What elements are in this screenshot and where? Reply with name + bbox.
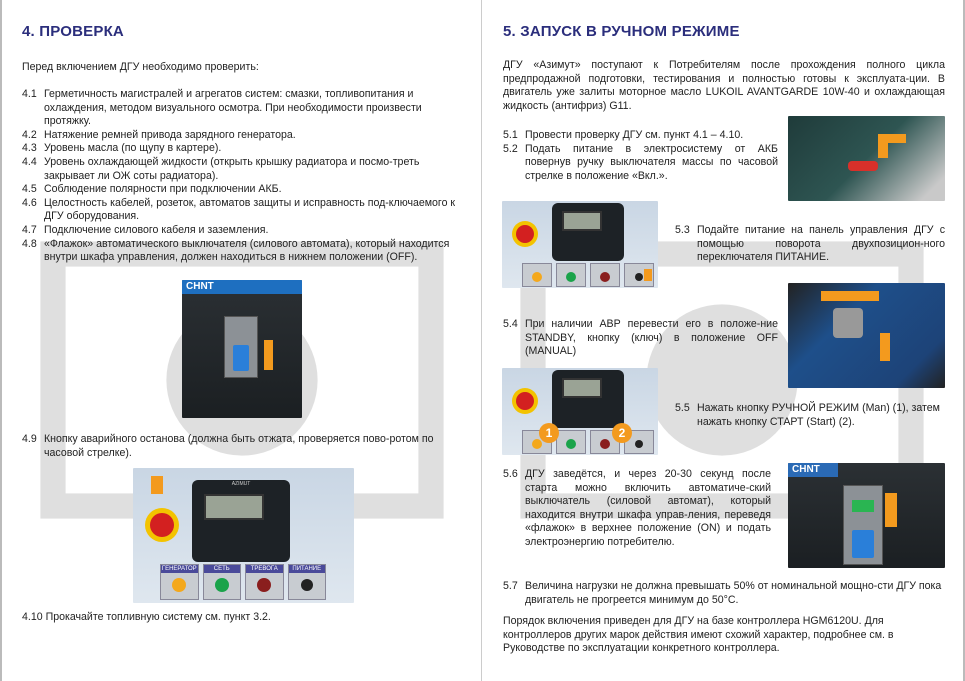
arrow-icon bbox=[878, 134, 888, 158]
controller-panel: AZIMUT bbox=[192, 480, 290, 562]
arrow-up-icon bbox=[264, 340, 273, 370]
list-item: 4.5 Соблюдение полярности при подключении… bbox=[22, 183, 467, 197]
emergency-stop-icon bbox=[512, 388, 538, 414]
battery-switch-photo bbox=[788, 116, 945, 201]
emergency-stop-icon bbox=[512, 221, 538, 247]
item-text: Уровень масла (по щупу в картере). bbox=[44, 142, 222, 155]
item-number: 4.10 bbox=[22, 611, 43, 623]
breaker-brand: CHNT bbox=[182, 280, 302, 294]
controller-photo: AZIMUT ГЕНЕРАТОР СЕТЬ ТРЕВОГА ПИТАНИЕ bbox=[133, 468, 354, 603]
item-number: 4.5 bbox=[22, 183, 37, 196]
item-text: Герметичность магистралей и агрегатов си… bbox=[44, 88, 422, 128]
item-text: ДГУ заведётся, и через 20-30 секунд посл… bbox=[525, 468, 771, 548]
controller-brand: AZIMUT bbox=[231, 481, 251, 487]
arrow-down-icon bbox=[151, 476, 163, 494]
item-text: Нажать кнопку РУЧНОЙ РЕЖИМ (Man) (1), за… bbox=[697, 402, 940, 428]
breaker-brand: CHNT bbox=[788, 463, 838, 477]
breaker-photo: CHNT bbox=[182, 280, 302, 418]
item-number: 4.2 bbox=[22, 128, 37, 141]
item-number: 5.1 bbox=[503, 129, 518, 141]
list-item: 5.6 ДГУ заведётся, и через 20-30 секунд п… bbox=[503, 468, 771, 550]
breaker-photo: CHNT bbox=[788, 463, 945, 568]
breaker-switch bbox=[224, 316, 258, 378]
controller-photo bbox=[502, 201, 658, 288]
list-item: 4.10 Прокачайте топливную систему см. пу… bbox=[22, 611, 467, 625]
list-item: 5.3 Подайте питание на панель управления … bbox=[675, 224, 945, 265]
item-number: 5.2 bbox=[503, 142, 518, 155]
item-text: Подключение силового кабеля и заземления… bbox=[44, 223, 269, 236]
list-item: 4.6 Целостность кабелей, розеток, автомат… bbox=[22, 197, 467, 224]
intro-text: Перед включением ДГУ необходимо проверит… bbox=[22, 61, 259, 73]
item-number: 5.4 bbox=[503, 318, 518, 330]
footer-note: Порядок включения приведен для ДГУ на ба… bbox=[503, 615, 894, 655]
item-text: Величина нагрузки не должна превышать 50… bbox=[525, 580, 942, 606]
item-text: При наличии АВР перевести его в положе-н… bbox=[525, 318, 778, 358]
item-text: Кнопку аварийного останова (должна быть … bbox=[44, 433, 434, 459]
emergency-stop-icon bbox=[145, 508, 179, 542]
item-text: Натяжение ремней привода зарядного генер… bbox=[44, 128, 296, 141]
intro-text: ДГУ «Азимут» поступают к Потребителям по… bbox=[503, 59, 945, 112]
checklist: 4.1 Герметичность магистралей и агрегатов… bbox=[22, 88, 467, 265]
mass-switch-handle bbox=[848, 161, 878, 171]
item-number: 4.7 bbox=[22, 223, 37, 236]
item-number: 5.5 bbox=[675, 402, 690, 414]
list-item: 4.2 Натяжение ремней привода зарядного ге… bbox=[22, 129, 467, 143]
item-text: Подать питание в электросистему от АКБ п… bbox=[525, 142, 778, 182]
badge-start: 2 bbox=[612, 423, 632, 443]
power-switch: ПИТАНИЕ bbox=[287, 564, 326, 600]
ats-photo bbox=[788, 283, 945, 388]
page-right: 5. ЗАПУСК В РУЧНОМ РЕЖИМЕ ДГУ «Азимут» п… bbox=[482, 0, 965, 681]
item-number: 4.6 bbox=[22, 196, 37, 209]
list-item: 5.5 Нажать кнопку РУЧНОЙ РЕЖИМ (Man) (1),… bbox=[675, 402, 945, 429]
list-item: 5.4 При наличии АВР перевести его в полож… bbox=[503, 318, 778, 359]
page-left: 4. ПРОВЕРКА Перед включением ДГУ необход… bbox=[0, 0, 482, 681]
badge-man: 1 bbox=[539, 423, 559, 443]
item-number: 4.4 bbox=[22, 155, 37, 168]
section-title: 5. ЗАПУСК В РУЧНОМ РЕЖИМЕ bbox=[503, 23, 740, 40]
item-number: 5.6 bbox=[503, 468, 518, 480]
breaker-switch bbox=[843, 485, 883, 565]
alarm-lamp: ТРЕВОГА bbox=[245, 564, 284, 600]
item-number: 4.8 bbox=[22, 237, 37, 250]
arrow-icon bbox=[821, 291, 879, 301]
list-item: 4.3 Уровень масла (по щупу в картере). bbox=[22, 142, 467, 156]
controller-photo: 1 2 bbox=[502, 368, 658, 455]
list-item: 4.4 Уровень охлаждающей жидкости (открыть… bbox=[22, 156, 467, 183]
panel-buttons: ГЕНЕРАТОР СЕТЬ ТРЕВОГА ПИТАНИЕ bbox=[160, 564, 326, 600]
arrow-up-icon bbox=[885, 493, 897, 527]
item-number: 4.9 bbox=[22, 433, 37, 445]
list-item: 4.1 Герметичность магистралей и агрегатов… bbox=[22, 88, 467, 129]
item-text: Уровень охлаждающей жидкости (открыть кр… bbox=[44, 155, 420, 182]
item-text: «Флажок» автоматического выключателя (си… bbox=[44, 237, 450, 264]
mains-lamp: СЕТЬ bbox=[202, 564, 241, 600]
list-item: 4.8 «Флажок» автоматического выключателя … bbox=[22, 238, 467, 265]
item-text: Соблюдение полярности при подключении АК… bbox=[44, 183, 282, 196]
item-number: 4.1 bbox=[22, 88, 37, 100]
item-text: Прокачайте топливную систему см. пункт 3… bbox=[45, 611, 271, 623]
list-item: 4.7 Подключение силового кабеля и заземле… bbox=[22, 224, 467, 238]
arrow-down-icon bbox=[880, 333, 890, 361]
item-number: 5.3 bbox=[675, 224, 690, 236]
steps-51-52: 5.1 Провести проверку ДГУ см. пункт 4.1 –… bbox=[503, 129, 778, 183]
item-text: Провести проверку ДГУ см. пункт 4.1 – 4.… bbox=[525, 129, 744, 141]
arrow-down-icon bbox=[644, 269, 652, 281]
item-text: Подайте питание на панель управления ДГУ… bbox=[697, 224, 945, 264]
ats-key bbox=[833, 308, 863, 338]
section-title: 4. ПРОВЕРКА bbox=[22, 23, 124, 40]
list-item: 5.7 Величина нагрузки не должна превышать… bbox=[503, 580, 945, 607]
item-number: 5.7 bbox=[503, 580, 518, 592]
item-text: Целостность кабелей, розеток, автоматов … bbox=[44, 196, 456, 223]
generator-lamp: ГЕНЕРАТОР bbox=[160, 564, 199, 600]
list-item: 4.9 Кнопку аварийного останова (должна бы… bbox=[22, 433, 467, 460]
item-number: 4.3 bbox=[22, 142, 37, 155]
